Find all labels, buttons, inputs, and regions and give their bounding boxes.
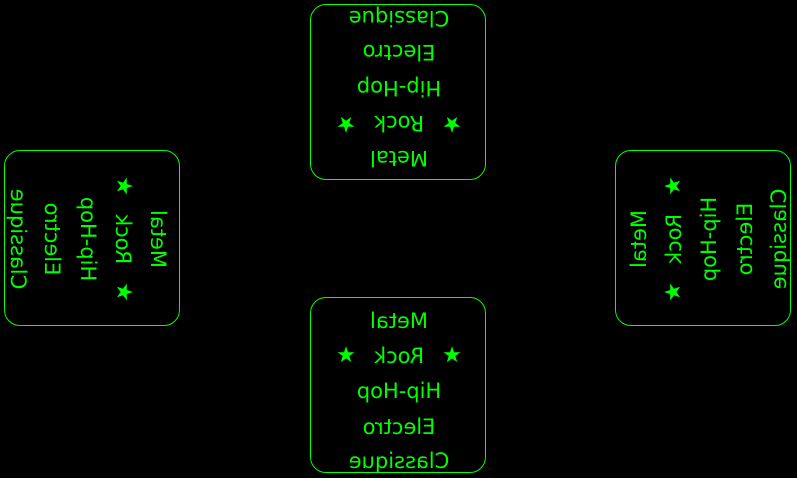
genre-item-metal[interactable]: Metal [627,210,651,268]
genre-item-classique[interactable]: Classique [767,188,791,290]
star-icon: ★ [661,282,686,302]
star-icon: ★ [111,176,136,196]
star-icon: ★ [442,111,462,136]
genre-item-hip-hop[interactable]: Hip-Hop [356,76,442,100]
genre-item-electro[interactable]: Electro [40,202,64,276]
genre-item-electro[interactable]: Electro [733,202,757,276]
genre-item-hip-hop[interactable]: Hip-Hop [356,379,442,403]
genre-item-metal[interactable]: Metal [146,210,170,268]
star-icon: ★ [336,343,356,368]
genre-item-electro[interactable]: Electro [362,40,436,64]
genre-item-hip-hop[interactable]: Hip-Hop [76,196,100,282]
genre-item-hip-hop[interactable]: Hip-Hop [697,196,721,282]
genre-item-electro[interactable]: Electro [362,415,436,439]
genre-item-classique[interactable]: Classique [348,6,450,30]
genre-item-metal[interactable]: Metal [370,309,428,333]
star-icon: ★ [442,343,462,368]
genre-item-classique[interactable]: Classique [6,188,30,290]
star-icon: ★ [111,282,136,302]
star-icon: ★ [661,176,686,196]
genre-item-classique[interactable]: Classique [348,449,450,473]
genre-item-metal[interactable]: Metal [370,146,428,170]
star-icon: ★ [336,111,356,136]
